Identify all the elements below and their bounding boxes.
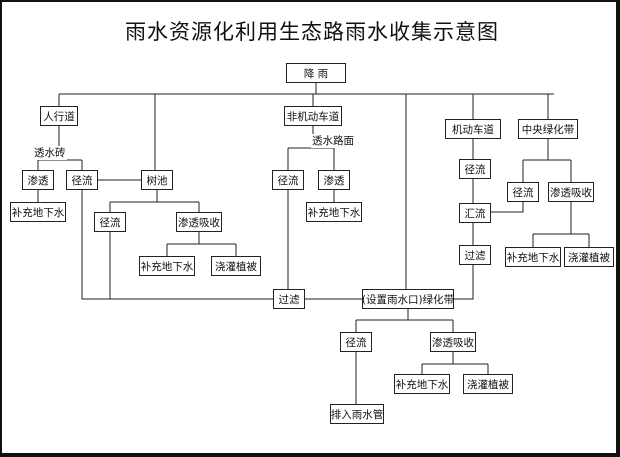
diagram-title: 雨水资源化利用生态路雨水收集示意图 [125, 20, 499, 44]
node-motor-converge: 汇流 [459, 203, 491, 223]
node-median-seep-absorb: 渗透吸收 [548, 182, 594, 202]
node-belt-runoff: 径流 [340, 332, 372, 352]
node-drain-pipe: 排入雨水管 [330, 404, 384, 424]
connector-line [454, 265, 474, 300]
node-median-recharge: 补充地下水 [505, 247, 561, 267]
label-permeable-pavement: 透水路面 [311, 134, 355, 148]
node-median-irrigate: 浇灌植被 [564, 247, 614, 267]
node-belt-recharge: 补充地下水 [394, 374, 450, 394]
node-nonmotor-seep: 渗透 [318, 170, 350, 190]
node-sidewalk-recharge: 补充地下水 [10, 202, 66, 222]
node-tree-recharge: 补充地下水 [139, 256, 195, 276]
node-nonmotor-lane: 非机动车道 [284, 106, 342, 126]
node-median-runoff: 径流 [507, 182, 539, 202]
node-nonmotor-runoff: 径流 [272, 170, 304, 190]
node-motor-filter: 过滤 [459, 245, 491, 265]
node-tree-pool: 树池 [141, 170, 173, 190]
connector-line [81, 190, 273, 300]
node-motor-lane: 机动车道 [445, 119, 501, 139]
node-rain: 降 雨 [286, 63, 346, 83]
node-sidewalk: 人行道 [40, 106, 78, 126]
node-motor-runoff: 径流 [459, 159, 491, 179]
node-tree-runoff: 径流 [94, 212, 126, 232]
node-green-belt: (设置雨水口)绿化带 [362, 289, 454, 309]
node-belt-irrigate: 浇灌植被 [463, 374, 513, 394]
label-permeable-brick: 透水砖 [33, 146, 67, 160]
node-sidewalk-seep: 渗透 [22, 170, 54, 190]
node-tree-seep-absorb: 渗透吸收 [176, 212, 222, 232]
node-filter-main: 过滤 [273, 289, 305, 309]
node-tree-irrigate: 浇灌植被 [211, 256, 261, 276]
node-nonmotor-recharge: 补充地下水 [306, 202, 362, 222]
node-median-green: 中央绿化带 [518, 119, 578, 139]
node-sidewalk-runoff: 径流 [66, 170, 98, 190]
node-belt-seep-absorb: 渗透吸收 [430, 332, 476, 352]
